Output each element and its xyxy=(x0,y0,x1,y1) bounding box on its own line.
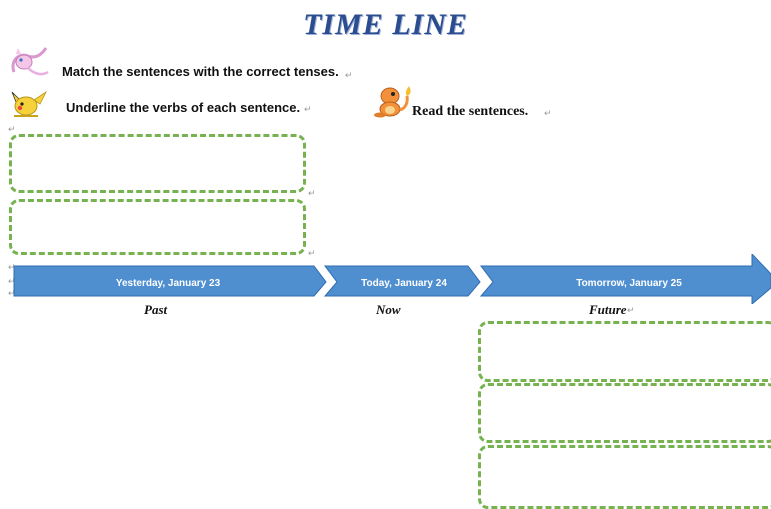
page-title: TIME LINE xyxy=(303,8,468,41)
paragraph-mark: ↵ xyxy=(544,108,552,118)
instruction-read: Read the sentences. xyxy=(412,104,529,119)
answer-box-future-3[interactable] xyxy=(478,445,771,509)
paragraph-mark: ↵ xyxy=(304,104,312,114)
paragraph-mark: ↵ xyxy=(308,248,316,258)
answer-box-past-1[interactable] xyxy=(9,134,306,193)
timeline-label-past: Yesterday, January 23 xyxy=(116,278,221,289)
timeline: Yesterday, January 23 Today, January 24 … xyxy=(13,254,771,304)
paragraph-mark: ↵ xyxy=(627,305,635,315)
paragraph-mark: ↵ xyxy=(8,288,16,298)
pikachu-sticker-icon xyxy=(8,86,48,120)
instruction-underline: Underline the verbs of each sentence. xyxy=(66,100,301,115)
caption-now: Now xyxy=(376,302,401,317)
instruction-match: Match the sentences with the correct ten… xyxy=(62,64,339,79)
paragraph-mark: ↵ xyxy=(345,70,353,80)
paragraph-mark: ↵ xyxy=(8,262,16,272)
answer-box-past-2[interactable] xyxy=(9,199,306,255)
timeline-arrow-past xyxy=(13,265,327,297)
paragraph-mark: ↵ xyxy=(8,276,16,286)
timeline-arrow-now xyxy=(323,265,481,297)
paragraph-mark: ↵ xyxy=(308,188,316,198)
timeline-label-future: Tomorrow, January 25 xyxy=(576,278,682,289)
answer-box-future-1[interactable] xyxy=(478,321,771,382)
mew-sticker-icon xyxy=(8,44,52,82)
caption-past: Past xyxy=(144,302,168,317)
timeline-arrow-future xyxy=(479,254,771,304)
caption-future: Future xyxy=(589,302,627,317)
paragraph-mark: ↵ xyxy=(8,124,16,134)
answer-box-future-2[interactable] xyxy=(478,383,771,443)
charmander-sticker-icon xyxy=(372,84,412,120)
timeline-label-now: Today, January 24 xyxy=(361,278,447,289)
